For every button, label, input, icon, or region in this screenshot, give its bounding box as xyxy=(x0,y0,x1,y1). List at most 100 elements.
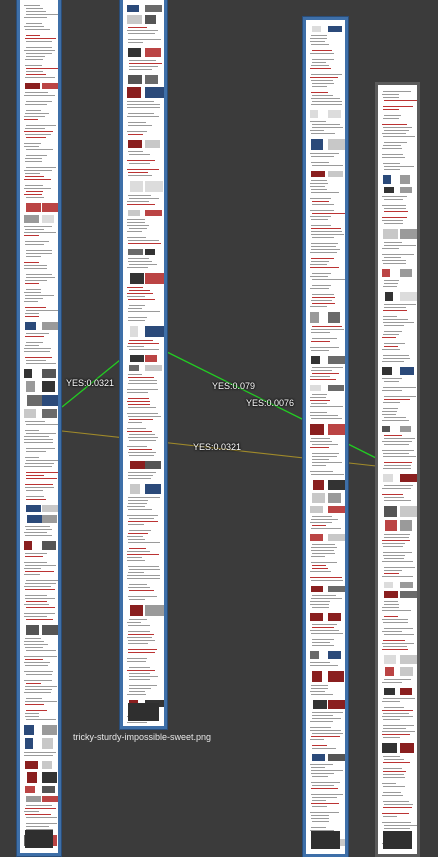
thumbnail-text-line xyxy=(383,355,409,356)
thumbnail-text-line xyxy=(26,448,55,449)
thumbnail-text-line xyxy=(312,607,329,608)
thumbnail-text-line xyxy=(26,472,58,473)
thumbnail-text-line xyxy=(383,622,408,623)
thumbnail-text-line xyxy=(311,788,338,789)
thumbnail-block xyxy=(145,5,162,12)
thumbnail-text-line xyxy=(311,104,342,105)
thumbnail-text-line xyxy=(311,246,336,247)
thumbnail-text-line xyxy=(382,795,403,796)
thumbnail-block xyxy=(310,613,323,621)
thumbnail-footer xyxy=(311,831,340,849)
thumbnail-text-line xyxy=(128,422,142,423)
thumbnail-text-line xyxy=(128,437,158,438)
screenshot-node-3[interactable] xyxy=(303,17,348,857)
thumbnail-text-line xyxy=(384,558,404,559)
link-line-2[interactable] xyxy=(166,351,305,421)
thumbnail-text-line xyxy=(128,398,149,399)
thumbnail-text-line xyxy=(127,231,142,232)
thumbnail-text-line xyxy=(312,712,343,713)
thumbnail-text-line xyxy=(24,439,53,440)
thumbnail-text-line xyxy=(25,316,39,317)
thumbnail-text-line xyxy=(127,346,144,347)
thumbnail-text-line xyxy=(383,792,401,793)
link-label-1[interactable]: YES:0.0321 xyxy=(66,378,115,388)
thumbnail-text-line xyxy=(24,232,56,233)
thumbnail-text-line xyxy=(129,455,154,456)
thumbnail-text-line xyxy=(383,777,405,778)
thumbnail-block xyxy=(145,365,162,371)
thumbnail-text-line xyxy=(24,752,56,753)
thumbnail-block xyxy=(25,738,33,749)
thumbnail-text-line xyxy=(311,189,327,190)
thumbnail-block xyxy=(382,367,392,375)
thumbnail-text-line xyxy=(24,532,47,533)
thumbnail-block xyxy=(26,381,35,392)
thumbnail-text-line xyxy=(24,119,38,120)
thumbnail-block xyxy=(145,75,158,84)
thumbnail-text-line xyxy=(384,497,404,498)
thumbnail-text-line xyxy=(26,460,58,461)
link-label-4[interactable]: YES:0.0321 xyxy=(193,442,242,452)
thumbnail-block xyxy=(26,625,39,635)
thumbnail-text-line xyxy=(311,162,329,163)
thumbnail-text-line xyxy=(310,53,334,54)
thumbnail-text-line xyxy=(312,462,342,463)
thumbnail-block xyxy=(310,385,321,391)
thumbnail-text-line xyxy=(26,253,52,254)
thumbnail-text-line xyxy=(310,739,324,740)
thumbnail-text-line xyxy=(128,587,150,588)
thumbnail-text-line xyxy=(382,337,396,338)
thumbnail-text-line xyxy=(312,127,343,128)
thumbnail-text-line xyxy=(383,816,397,817)
thumbnail-text-line xyxy=(310,210,334,211)
link-label-3[interactable]: YES:0.0076 xyxy=(246,398,295,408)
thumbnail-text-line xyxy=(26,363,56,364)
thumbnail-text-line xyxy=(311,767,325,768)
thumbnail-block xyxy=(400,269,412,277)
thumbnail-text-line xyxy=(25,113,49,114)
thumbnail-text-line xyxy=(25,704,44,705)
thumbnail-block xyxy=(145,461,161,469)
thumbnail-text-line xyxy=(26,823,57,824)
thumbnail-text-line xyxy=(383,334,399,335)
thumbnail-block xyxy=(145,15,156,24)
screenshot-node-2[interactable] xyxy=(120,0,167,729)
thumbnail-text-line xyxy=(384,679,411,680)
thumbnail-text-line xyxy=(24,466,52,467)
thumbnail-text-line xyxy=(25,713,39,714)
link-label-2[interactable]: YES:0.079 xyxy=(212,381,256,391)
thumbnail-text-line xyxy=(128,452,156,453)
thumbnail-text-line xyxy=(311,370,332,371)
link-line-1[interactable] xyxy=(61,359,121,408)
thumbnail-text-line xyxy=(25,716,39,717)
thumbnail-block xyxy=(27,395,42,406)
thumbnail-block xyxy=(130,326,138,337)
thumbnail-text-line xyxy=(26,650,56,651)
thumbnail-text-line xyxy=(25,598,55,599)
thumbnail-text-line xyxy=(382,205,406,206)
thumbnail-text-line xyxy=(312,326,342,327)
thumbnail-block xyxy=(328,613,341,621)
thumbnail-text-line xyxy=(127,428,146,429)
screenshot-thumbnail xyxy=(308,22,345,852)
thumbnail-text-line xyxy=(383,774,404,775)
thumbnail-text-line xyxy=(128,500,148,501)
thumbnail-block xyxy=(328,312,340,323)
thumbnail-text-line xyxy=(310,812,339,813)
screenshot-node-1[interactable] xyxy=(17,0,61,856)
screenshot-node-4[interactable] xyxy=(375,82,420,857)
thumbnail-text-line xyxy=(311,547,337,548)
thumbnail-text-line xyxy=(384,280,399,281)
thumbnail-text-line xyxy=(127,219,145,220)
thumbnail-text-line xyxy=(311,438,330,439)
thumbnail-text-line xyxy=(128,383,157,384)
thumbnail-block xyxy=(42,369,56,378)
thumbnail-text-line xyxy=(310,691,325,692)
thumbnail-text-line xyxy=(24,262,39,263)
thumbnail-block xyxy=(127,87,141,98)
thumbnail-text-line xyxy=(24,17,47,18)
thumbnail-text-line xyxy=(311,773,334,774)
thumbnail-text-line xyxy=(127,160,155,161)
thumbnail-text-line xyxy=(25,659,43,660)
